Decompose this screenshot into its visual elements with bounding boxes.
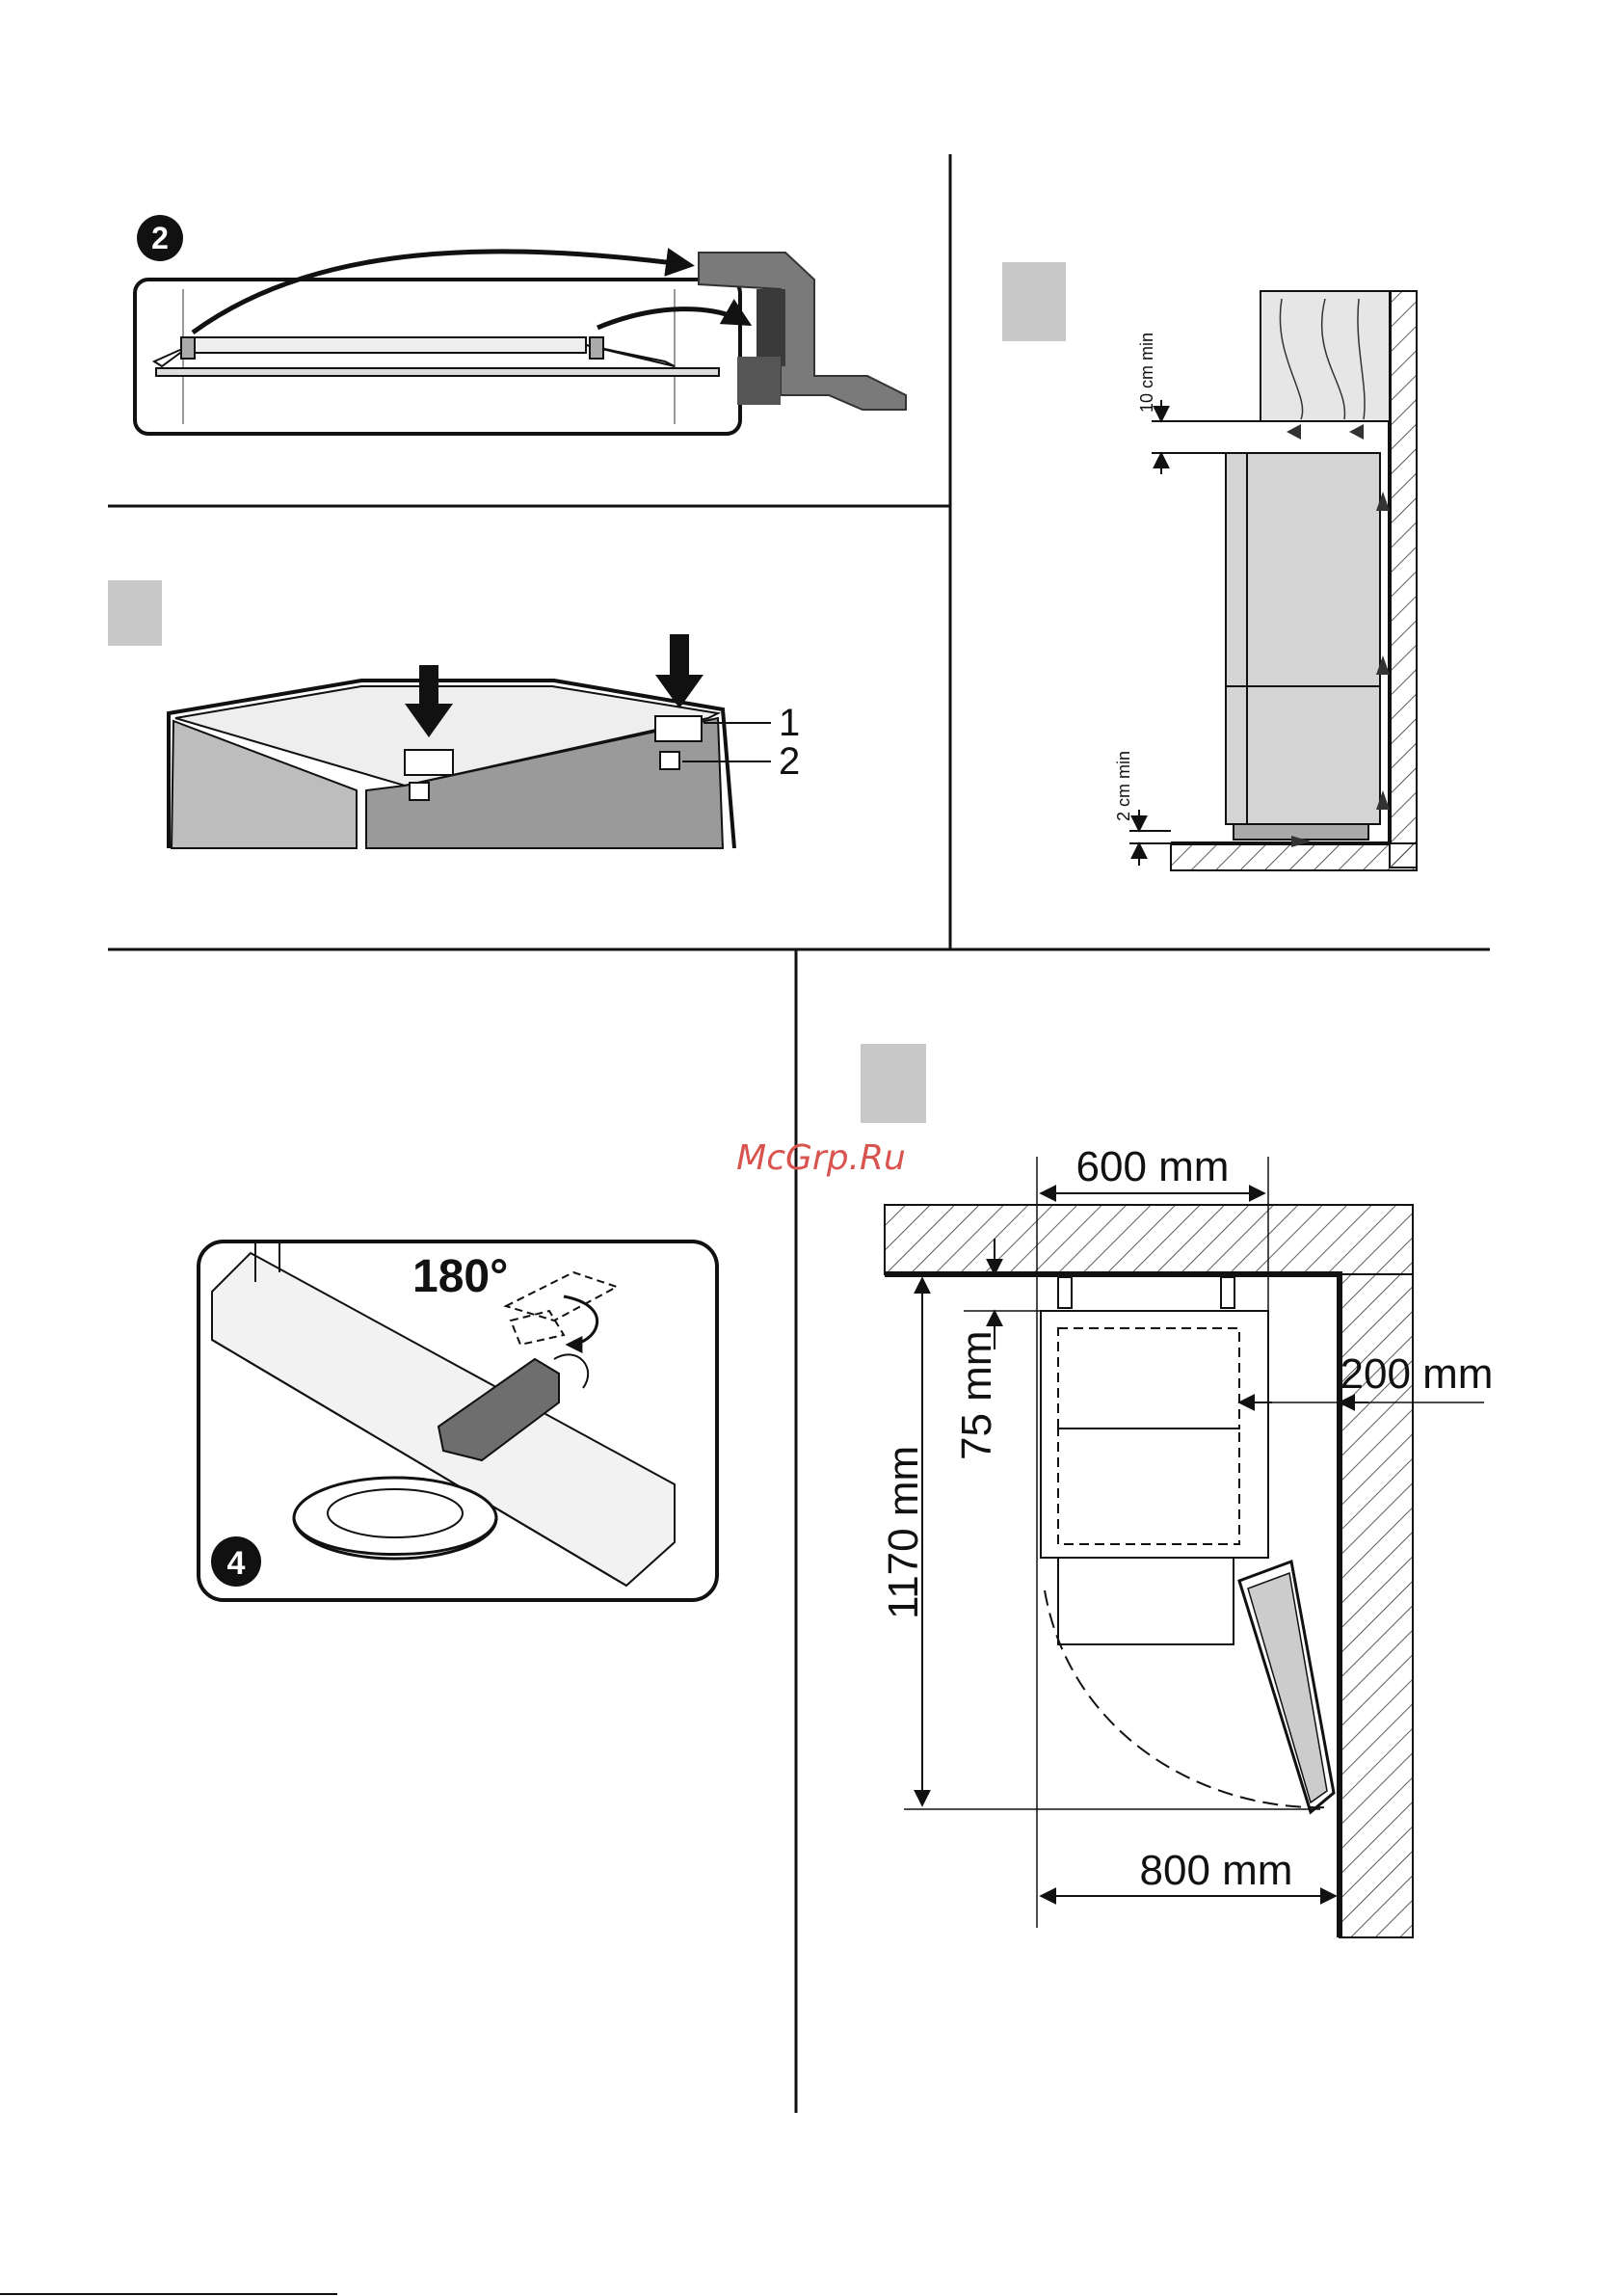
floor-plan-panel: 600 mm 75 mm 200 mm 1170 mm 800 mm [861,1044,1493,1937]
depth-dimension: 1170 mm [880,1446,927,1619]
rotation-label: 180° [412,1251,508,1302]
step-marker-square [861,1044,926,1123]
bottom-gap-label: 2 cm min [1114,751,1133,821]
top-gap-label: 10 cm min [1137,333,1156,413]
spacers-panel: 1 2 [108,580,800,848]
step4-badge-text: 4 [227,1545,246,1582]
drain-panel: 180° 4 [199,1241,717,1600]
back-gap-dimension: 75 mm [953,1331,1000,1460]
step-marker-square [1002,262,1066,341]
step2-panel: 2 [135,215,906,434]
width-dimension: 600 mm [1076,1143,1230,1190]
step2-badge-text: 2 [151,221,169,255]
spacer-callout-1: 1 [779,702,800,744]
spacer-callout-2: 2 [779,740,800,783]
width-with-door-dimension: 800 mm [1140,1847,1293,1894]
step-marker-square [108,580,162,646]
watermark: McGrp.Ru [736,1138,906,1178]
clearance-side-panel: 10 cm min 2 cm min [1002,262,1417,870]
side-gap-dimension: 200 mm [1340,1350,1494,1398]
